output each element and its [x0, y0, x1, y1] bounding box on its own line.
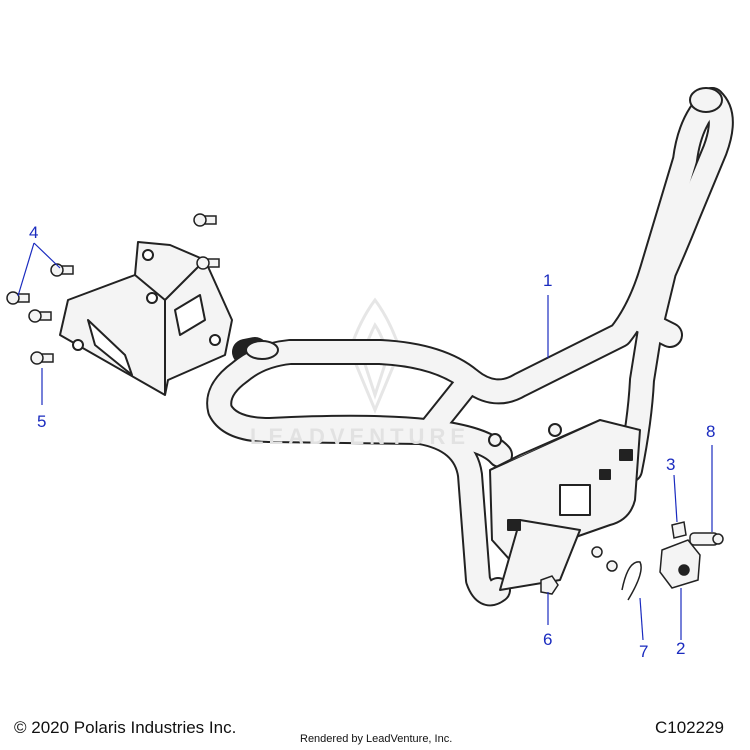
- leader-lines: [17, 242, 713, 641]
- watermark-text: LEADVENTURE: [250, 424, 471, 449]
- hardware-parts: [540, 521, 724, 601]
- callout-2: 2: [676, 639, 686, 658]
- copyright-text: © 2020 Polaris Industries Inc.: [14, 718, 237, 737]
- callout-1: 1: [543, 271, 553, 290]
- bolt-icon: [6, 213, 220, 365]
- mounting-bracket: [59, 241, 233, 396]
- callout-3: 3: [666, 455, 676, 474]
- callout-8: 8: [706, 422, 716, 441]
- callout-7: 7: [639, 642, 649, 661]
- bumper-frame: [206, 87, 734, 607]
- callout-6: 6: [543, 630, 553, 649]
- callout-5: 5: [37, 412, 47, 431]
- rendered-by-text: Rendered by LeadVenture, Inc.: [300, 733, 453, 745]
- winch-mount-plate: [488, 419, 641, 591]
- diagram-code: C102229: [655, 718, 725, 737]
- callout-4: 4: [29, 223, 39, 242]
